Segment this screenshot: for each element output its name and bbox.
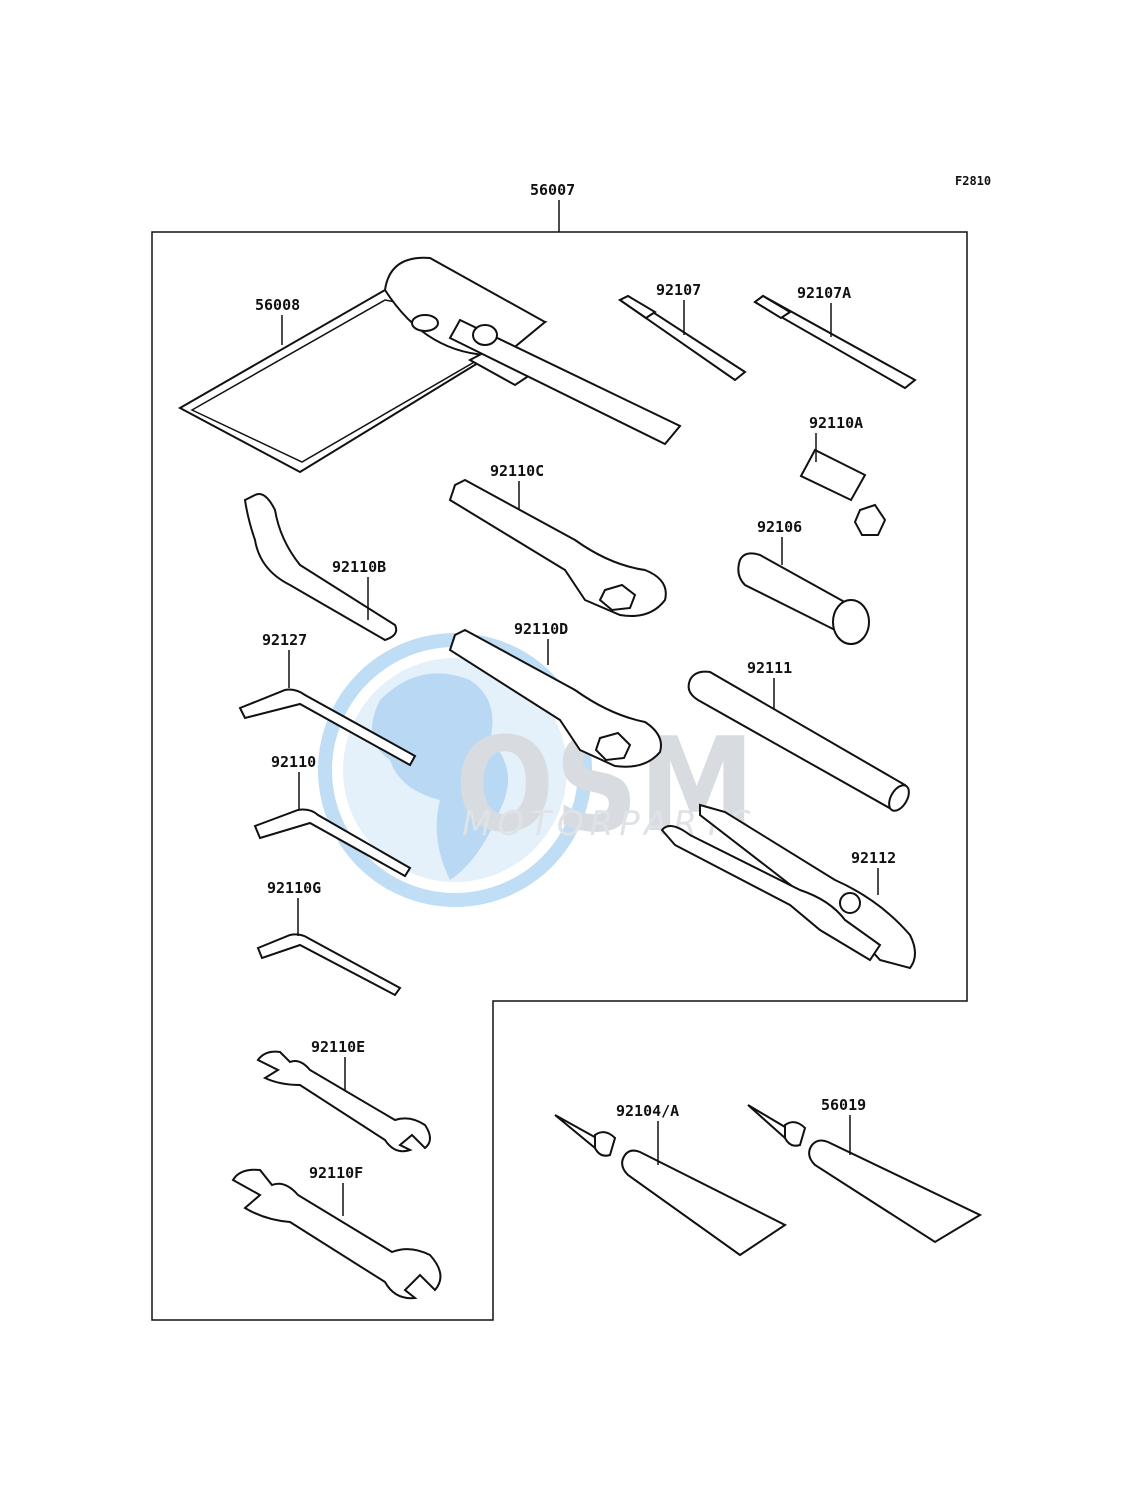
part-92110G-hex-key: 92110G bbox=[256, 879, 402, 997]
figure-code: F2810 bbox=[955, 174, 991, 188]
assembly-outline bbox=[151, 231, 968, 1321]
watermark-continent bbox=[372, 673, 508, 880]
part-92112-pliers: 92112 bbox=[660, 803, 916, 970]
part-92110C-ring-wrench: 92110C bbox=[448, 462, 667, 617]
label-92106: 92106 bbox=[757, 518, 802, 536]
part-92110-hex-key: 92110 bbox=[253, 753, 412, 878]
part-92104A-grease-tube: 92104/A bbox=[554, 1102, 787, 1257]
part-92110F-open-wrench: 92110F bbox=[231, 1164, 442, 1300]
label-92110C: 92110C bbox=[490, 462, 544, 480]
part-92107A-screwdriver: 92107A bbox=[753, 284, 917, 390]
label-92110F: 92110F bbox=[309, 1164, 363, 1182]
label-92111: 92111 bbox=[747, 659, 792, 677]
label-92107: 92107 bbox=[656, 281, 701, 299]
part-92111-handle: 92111 bbox=[687, 659, 910, 812]
part-56019-grease-tube: 56019 bbox=[747, 1096, 983, 1244]
label-92127: 92127 bbox=[262, 631, 307, 649]
label-92110E: 92110E bbox=[311, 1038, 365, 1056]
label-56019: 56019 bbox=[821, 1096, 866, 1114]
label-56008: 56008 bbox=[255, 296, 300, 314]
label-92107A: 92107A bbox=[797, 284, 851, 302]
part-92106-socket: 92106 bbox=[737, 518, 870, 645]
part-92110D-ring-wrench: 92110D bbox=[448, 620, 662, 768]
label-92110G: 92110G bbox=[267, 879, 321, 897]
part-92127-hex-key: 92127 bbox=[238, 631, 417, 767]
label-92110: 92110 bbox=[271, 753, 316, 771]
part-92110E-open-wrench: 92110E bbox=[256, 1038, 431, 1153]
part-92110B-hook-wrench: 92110B bbox=[243, 493, 398, 642]
label-92112: 92112 bbox=[851, 849, 896, 867]
label-92110D: 92110D bbox=[514, 620, 568, 638]
label-92104A: 92104/A bbox=[616, 1102, 679, 1120]
part-92110A-box-wrench: 92110A bbox=[448, 318, 887, 536]
assembly-label: 56007 bbox=[530, 181, 575, 199]
part-92107-screwdriver: 92107 bbox=[618, 281, 747, 382]
label-92110B: 92110B bbox=[332, 558, 386, 576]
label-92110A: 92110A bbox=[809, 414, 863, 432]
